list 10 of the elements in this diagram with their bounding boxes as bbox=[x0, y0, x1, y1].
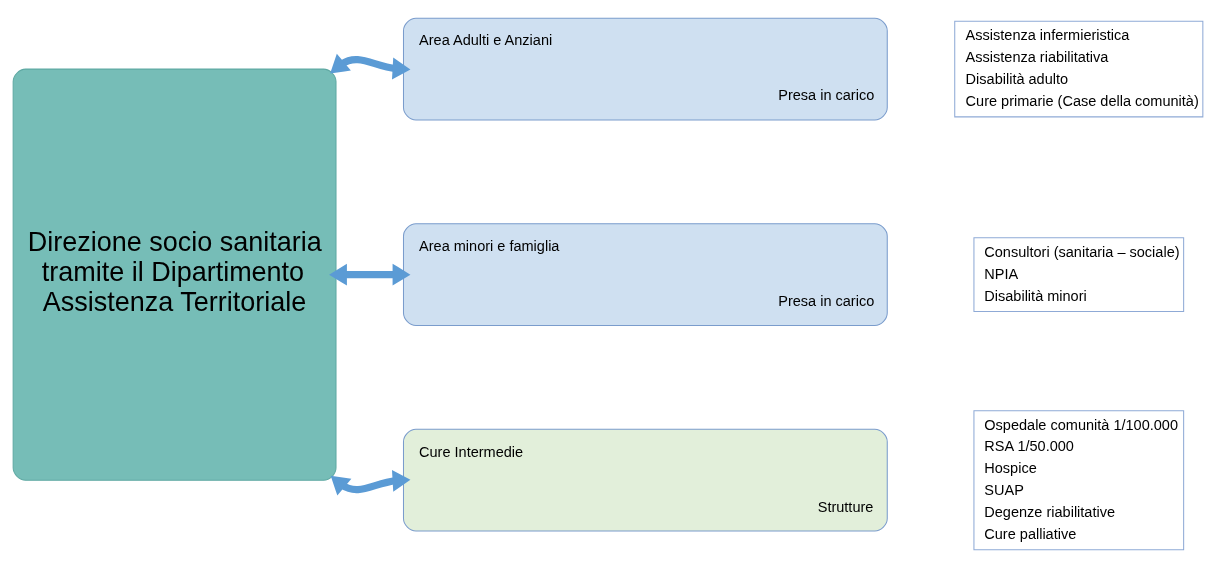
node-box: Assistenza infermieristica Assistenza riabilitativa Disabilità adulto Cure primarie (Case della comunità) bbox=[953, 20, 1203, 117]
node-box: Ospedale comunità 1/100.000 RSA 1/50.000 Hospice SUAP Degenze riabilitative Cure palliative bbox=[972, 409, 1184, 550]
node-box: Area Adulti e Anziani Presa in carico bbox=[402, 17, 888, 120]
arrow bbox=[329, 53, 410, 79]
node-box: Consultori (sanitaria – sociale) NPIA Disabilità minori bbox=[972, 236, 1184, 312]
node-box: Direzione socio sanitaria tramite il Dipartimento Assistenza Territoriale bbox=[12, 68, 337, 481]
arrow bbox=[330, 469, 410, 496]
node-box: Area minori e famiglia Presa in carico bbox=[402, 222, 888, 326]
node-box: Cure Intermedie Strutture bbox=[402, 428, 888, 532]
arrow bbox=[328, 263, 410, 286]
